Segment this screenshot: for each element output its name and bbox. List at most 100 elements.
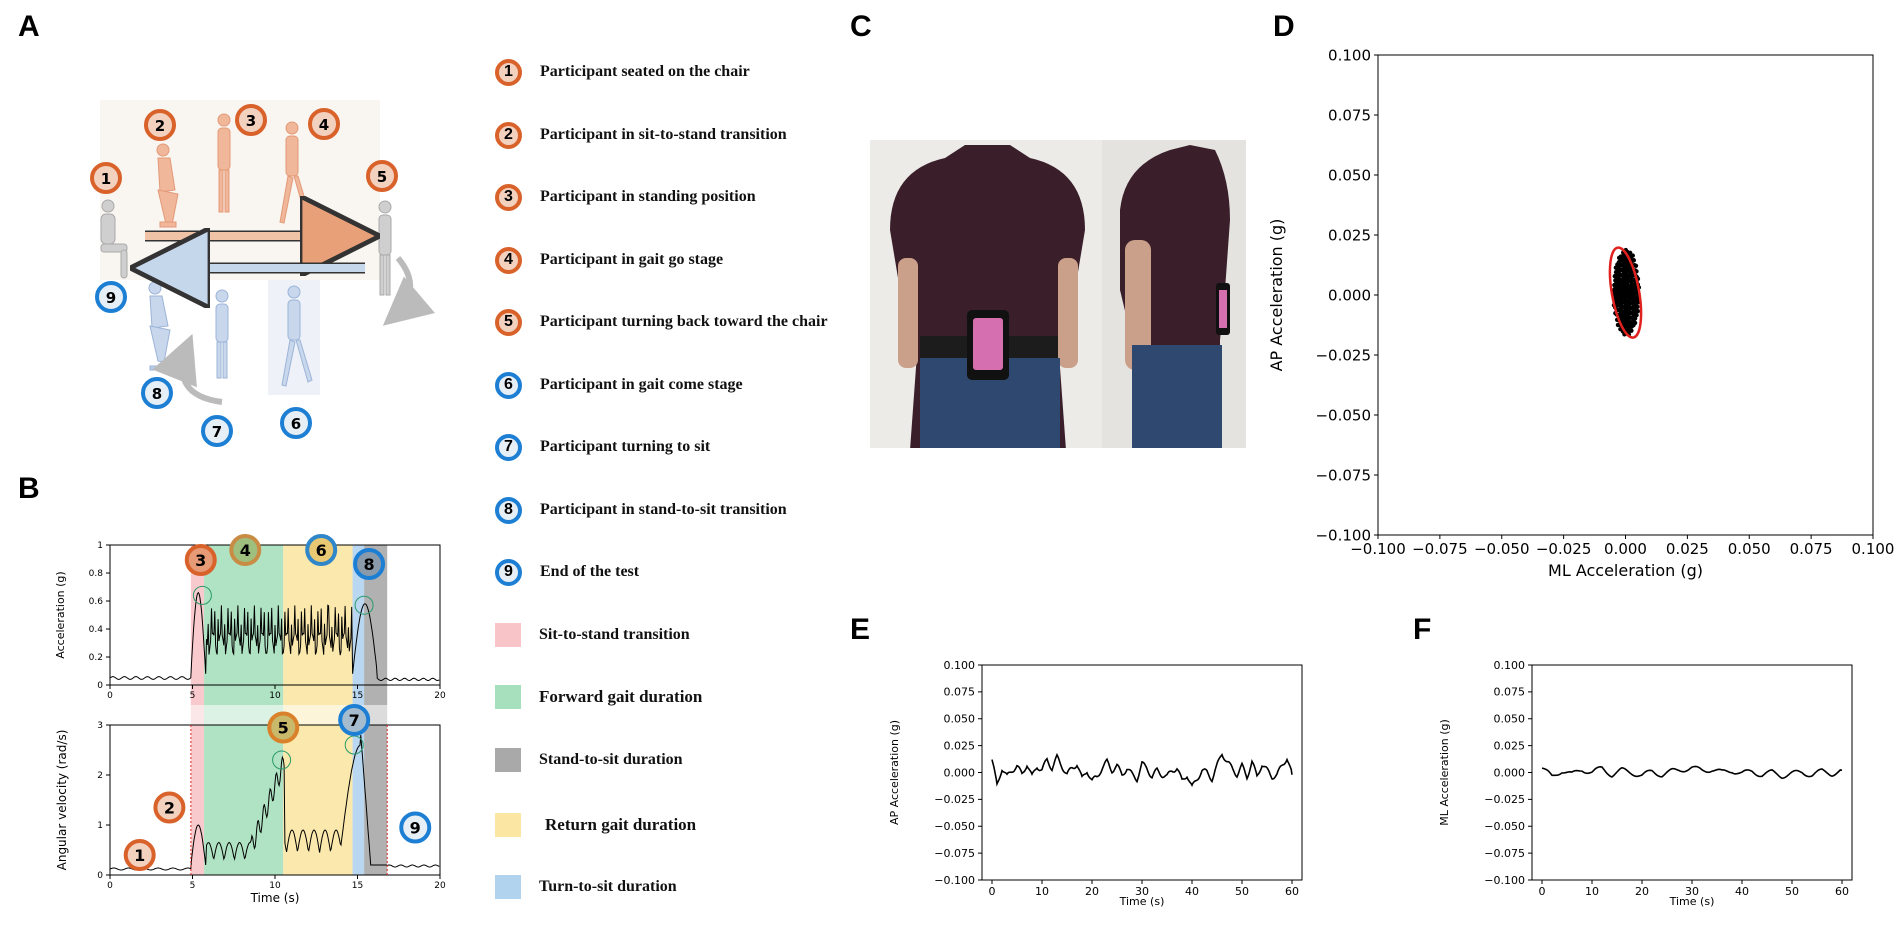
y-tick-label: 0.4 — [89, 625, 104, 635]
scene-marker-2: 2 — [144, 109, 176, 141]
legend-badge-8: 8 — [495, 496, 522, 524]
x-tick-label: 30 — [1135, 885, 1149, 898]
chart-marker-6: 6 — [305, 534, 338, 566]
panel-label-a: A — [18, 10, 40, 43]
svg-text:3: 3 — [246, 112, 256, 130]
y-tick-label: −0.100 — [1315, 526, 1371, 544]
chart-marker-5-ring — [267, 711, 300, 744]
legend-label-9: End of the test — [540, 563, 640, 580]
x-tick-label: 20 — [1085, 885, 1099, 898]
sway-point — [1612, 291, 1617, 296]
y-tick-label: 0.025 — [944, 739, 976, 752]
legend-badge-4: 4 — [495, 246, 522, 274]
x-axis-label: ML Acceleration (g) — [1548, 561, 1703, 580]
x-tick-label: 20 — [434, 691, 446, 701]
legend-badge-7: 7 — [495, 433, 522, 461]
sway-point — [1633, 263, 1639, 268]
y-tick-label: −0.075 — [934, 847, 975, 860]
y-tick-label: 0 — [97, 871, 103, 881]
y-axis-label: Angular velocity (rad/s) — [55, 730, 69, 871]
peak-circle — [272, 750, 292, 770]
chart-marker-6-ring — [305, 534, 338, 566]
legend-badge-5: 5 — [495, 308, 522, 336]
panel-label-b: B — [18, 472, 40, 505]
x-tick-label: 60 — [1285, 885, 1299, 898]
x-tick-label: 10 — [1035, 885, 1049, 898]
chart-marker-9: 9 — [399, 811, 432, 844]
sway-point — [1634, 313, 1639, 318]
y-tick-label: 0.100 — [1494, 659, 1526, 672]
turn-arrow-icon — [382, 256, 435, 326]
chart-marker-6-label: 6 — [316, 541, 327, 560]
legend-duration-sit-to-stand: Sit-to-stand transition — [495, 618, 690, 652]
smartphone-screen — [973, 318, 1003, 370]
legend-label-5: Participant turning back toward the chai… — [540, 313, 828, 330]
swatch-stand-to-sit — [495, 748, 521, 772]
x-tick-label: 40 — [1185, 885, 1199, 898]
x-tick-label: 0.100 — [1852, 540, 1895, 558]
y-tick-label: 0.050 — [944, 713, 976, 726]
sway-point — [1612, 282, 1617, 288]
y-tick-label: −0.050 — [1484, 820, 1525, 833]
x-tick-label: 40 — [1735, 885, 1749, 898]
x-tick-label: 10 — [269, 691, 281, 701]
sway-point — [1612, 274, 1618, 279]
chart-marker-4-ring — [229, 534, 262, 566]
chart-marker-3-ring — [184, 544, 217, 576]
scene-marker-8: 8 — [141, 377, 173, 409]
chart-marker-2: 2 — [153, 791, 186, 824]
y-tick-label: 0.2 — [89, 653, 103, 663]
acceleration-series-line — [109, 591, 440, 682]
sway-point — [1632, 320, 1638, 326]
panel-label-d: D — [1273, 10, 1295, 43]
x-tick-label: 5 — [190, 881, 196, 891]
x-tick-label: −0.025 — [1536, 540, 1592, 558]
angular-velocity-series-line — [109, 734, 440, 871]
svg-text:7: 7 — [212, 423, 222, 441]
sway-point — [1630, 253, 1635, 258]
legend-duration-stand-to-sit: Stand-to-sit duration — [495, 743, 683, 777]
y-tick-label: −0.050 — [934, 820, 975, 833]
x-tick-label: −0.050 — [1474, 540, 1530, 558]
legend-duration-return-gait: Return gait duration — [495, 808, 696, 842]
x-tick-label: 50 — [1785, 885, 1799, 898]
legend-label-6: Participant in gait come stage — [540, 376, 743, 393]
y-tick-label: −0.025 — [1484, 793, 1525, 806]
peak-circle — [354, 595, 374, 615]
legend-item-5: 5 Participant turning back toward the cha… — [495, 305, 828, 339]
chart-marker-1-label: 1 — [134, 846, 145, 865]
legend-label-3: Participant in standing position — [540, 188, 756, 205]
x-tick-label: 15 — [352, 881, 363, 891]
chart-marker-1: 1 — [123, 839, 156, 871]
series-line — [1541, 765, 1843, 780]
side-phone-screen — [1219, 290, 1227, 328]
scene-marker-5: 5 — [366, 160, 398, 192]
x-tick-label: 0.000 — [1604, 540, 1647, 558]
sway-point — [1613, 278, 1618, 283]
chart-marker-7-ring — [338, 704, 371, 736]
sway-point — [1616, 255, 1622, 261]
chart-marker-8-ring — [353, 548, 386, 580]
scene-marker-6: 6 — [280, 407, 312, 439]
y-tick-label: −0.025 — [934, 793, 975, 806]
chart-marker-5: 5 — [267, 711, 300, 744]
figure-seated-start — [100, 199, 128, 279]
y-tick-label: 0.050 — [1494, 713, 1526, 726]
y-tick-label: 0.100 — [1328, 46, 1371, 64]
sway-point — [1635, 304, 1640, 310]
swatch-turn-to-sit — [495, 875, 521, 899]
x-axis-label: Time (s) — [250, 891, 300, 905]
x-tick-label: 0 — [107, 691, 113, 701]
plot-frame — [1531, 664, 1853, 881]
y-axis-label: AP Acceleration (g) — [888, 720, 901, 825]
right-arm — [1058, 258, 1078, 368]
tug-test-scene: 1 2 3 4 5 6 7 8 9 — [90, 100, 435, 447]
sway-point — [1635, 308, 1641, 314]
chart-marker-2-ring — [153, 791, 186, 824]
x-tick-label: 0 — [107, 881, 113, 891]
